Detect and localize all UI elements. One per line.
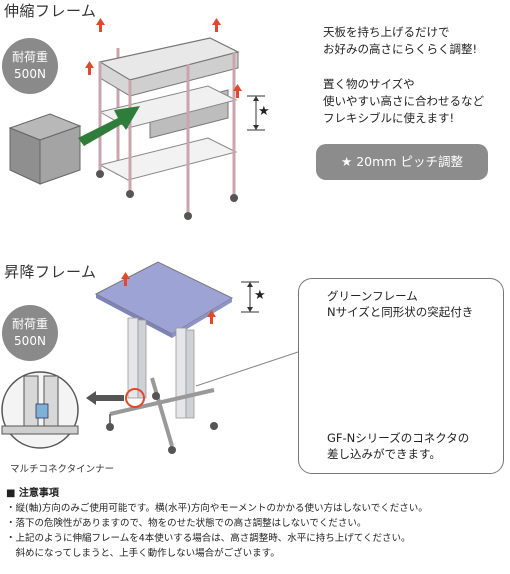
badge-value: 500N xyxy=(14,67,46,81)
height-star-mark-2: ★ xyxy=(254,288,266,303)
load-capacity-badge-2: 耐荷重 500N xyxy=(2,305,58,361)
description-flexible: 置く物のサイズや 使いやすい高さに合わせるなど フレキシブルに使えます! xyxy=(323,76,484,127)
badge-label: 耐荷重 xyxy=(11,317,48,331)
section2-title: 昇降フレーム xyxy=(4,263,97,281)
note-line: ・縦(軸)方向のみご使用可能です。横(水平)方向やモーメントのかかる使い方はしな… xyxy=(6,503,428,514)
description-line: お好みの高さにらくらく調整! xyxy=(323,42,478,56)
callout-title: グリーンフレーム Nサイズと同形状の突起付き xyxy=(327,288,473,320)
description-line: 置く物のサイズや xyxy=(323,77,415,91)
connector-callout xyxy=(298,278,504,474)
inner-connector-illustration xyxy=(1,371,79,449)
load-capacity-badge: 耐荷重 500N xyxy=(2,38,58,94)
description-lift: 天板を持ち上げるだけで お好みの高さにらくらく調整! xyxy=(323,24,477,58)
height-star-mark: ★ xyxy=(258,104,270,119)
badge-value: 500N xyxy=(14,334,46,348)
pitch-adjust-label: ★ 20mm ピッチ調整 xyxy=(316,144,488,180)
description-line: フレキシブルに使えます! xyxy=(323,111,455,125)
note-line: ・上記のように伸縮フレームを4本使いする場合は、高さ調整時、水平に持ち上げてくだ… xyxy=(6,533,411,544)
callout-line: グリーンフレーム xyxy=(327,289,418,303)
highlight-circle-icon xyxy=(125,388,145,408)
caution-notes: ■ 注意事項 ・縦(軸)方向のみご使用可能です。横(水平)方向やモーメントのかか… xyxy=(6,486,506,561)
badge-label: 耐荷重 xyxy=(11,50,48,64)
telescopic-cart-illustration xyxy=(8,18,265,220)
description-line: 天板を持ち上げるだけで xyxy=(323,25,450,39)
inner-connector-label: マルチコネクタインナー xyxy=(10,464,115,475)
callout-line: 差し込みができます。 xyxy=(327,447,441,461)
description-line: 使いやすい高さに合わせるなど xyxy=(323,94,484,108)
notes-heading: ■ 注意事項 xyxy=(6,488,59,499)
callout-line: GF-Nシリーズのコネクタの xyxy=(327,431,470,445)
section1-title: 伸縮フレーム xyxy=(4,2,97,20)
note-line: 斜めになってしまうと、上手く動作しない場合がございます。 xyxy=(6,548,280,559)
insert-arrow-icon xyxy=(78,106,140,146)
note-line: ・落下の危険性がありますので、物をのせた状態での高さ調整はしないでください。 xyxy=(6,518,367,529)
callout-caption: GF-Nシリーズのコネクタの 差し込みができます。 xyxy=(327,430,469,462)
left-arrow-icon xyxy=(86,391,124,405)
lifting-table-illustration xyxy=(86,261,299,454)
callout-line: Nサイズと同形状の突起付き xyxy=(327,305,474,319)
